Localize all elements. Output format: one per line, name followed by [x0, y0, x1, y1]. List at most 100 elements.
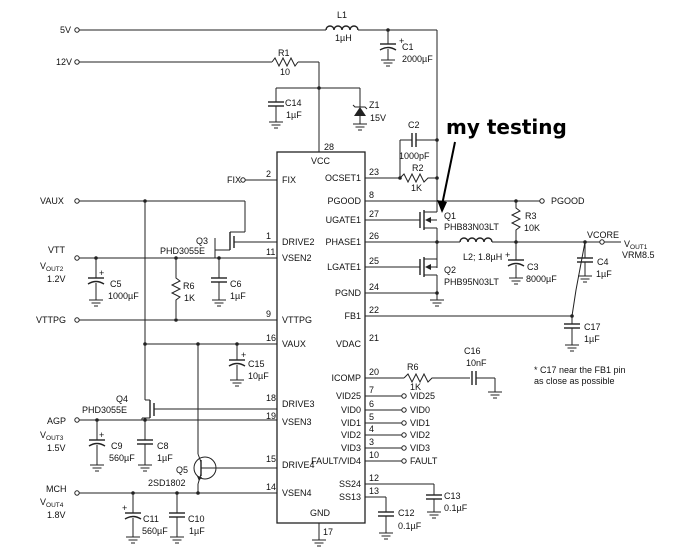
c4-ref: C4	[597, 257, 609, 267]
c3-val: 8000µF	[526, 274, 557, 284]
c6-val: 1µF	[230, 291, 246, 301]
ic-left-pin-num: 18	[266, 393, 276, 403]
svg-text:+: +	[399, 36, 404, 46]
vid-terminal	[401, 432, 407, 438]
c11-val: 560µF	[142, 526, 168, 536]
ic-right-pin-name: LGATE1	[327, 262, 361, 272]
vout3-label: V	[40, 430, 46, 440]
ic-left-pin-name: DRIVE4	[282, 460, 315, 470]
ic-right-pin-name: PGND	[335, 288, 362, 298]
ic-right-pin-name: VDAC	[336, 339, 362, 349]
c17-val: 1µF	[584, 334, 600, 344]
q4-val: PHD3055E	[82, 405, 127, 415]
ic-right-pin-name: ICOMP	[331, 373, 361, 383]
ic-right-pin-name: PHASE1	[325, 237, 361, 247]
ic-right-pin-num: 24	[369, 282, 379, 292]
ic-right-pin-num: 22	[369, 305, 379, 315]
q3-ref: Q3	[196, 236, 208, 246]
r3-ref: R3	[525, 211, 537, 221]
svg-text:VOUT4: VOUT4	[40, 497, 64, 509]
vid-terminal	[401, 445, 407, 451]
vid-terminal	[401, 407, 407, 413]
c12-val: 0.1µF	[398, 521, 422, 531]
svg-text:VOUT2: VOUT2	[40, 261, 64, 273]
c9-ref: C9	[111, 441, 123, 451]
c8-ref: C8	[157, 441, 169, 451]
c9-val: 560µF	[109, 453, 135, 463]
ic-vcc-label: VCC	[311, 156, 331, 166]
svg-text:+: +	[99, 268, 104, 278]
c16-ref: C16	[464, 346, 481, 356]
ic-right-pin-num: 27	[369, 209, 379, 219]
ic-right-pin-num: 4	[369, 424, 374, 434]
ic-right-pin-num: 25	[369, 256, 379, 266]
ic-left-pin-num: 2	[266, 169, 271, 179]
vout2-sub: OUT2	[46, 266, 64, 273]
ic-left-pin-name: VTTPG	[282, 315, 312, 325]
ic-right-pin-num: 20	[369, 367, 379, 377]
vout1-sub: OUT1	[630, 244, 648, 251]
ic-right-pin-name: SS24	[339, 479, 361, 489]
net-12v: 12V	[56, 57, 72, 67]
svg-text:+: +	[122, 503, 127, 513]
c11-ref: C11	[143, 514, 159, 524]
ic-vcc-pin: 28	[324, 142, 334, 152]
ic-right-pin-name: PGOOD	[327, 196, 361, 206]
ic-right-pin-num: 3	[369, 437, 374, 447]
ic-left-pin-name: FIX	[282, 175, 296, 185]
ic-right-pin-name: VID1	[341, 418, 361, 428]
ic-right-pin-num: 21	[369, 333, 379, 343]
c8-val: 1µF	[157, 453, 173, 463]
c2-ref: C2	[408, 120, 420, 130]
svg-text:+: +	[505, 250, 510, 260]
vid-signal-label: VID2	[410, 430, 430, 440]
ic-right-pin-num: 26	[369, 231, 379, 241]
note-line-2: as close as possible	[534, 376, 615, 386]
ic-right-pin-num: 8	[369, 190, 374, 200]
ic-right-pin-num: 7	[369, 385, 374, 395]
q2-val: PHB95N03LT	[444, 277, 499, 287]
svg-text:+: +	[241, 350, 246, 360]
r1-ref: R1	[278, 48, 290, 58]
ic-left-pin-name: VSEN2	[282, 253, 312, 263]
vid-terminal	[401, 393, 407, 399]
q1-val: PHB83N03LT	[444, 222, 499, 232]
q4-ref: Q4	[116, 394, 128, 404]
ocset-network: C2 1000pF R2 1K	[365, 120, 439, 193]
ic-right-pin-num: 23	[369, 167, 379, 177]
net-pgood: PGOOD	[551, 196, 585, 206]
c17-ref: C17	[584, 322, 601, 332]
vout2-val: 1.2V	[47, 274, 66, 284]
annotation: my testing	[437, 115, 567, 213]
note-line-1: * C17 near the FB1 pin	[534, 365, 626, 375]
net-mch: MCH	[46, 484, 67, 494]
ic-gnd-pin: 17	[323, 527, 333, 537]
vid-signal-label: VID0	[410, 405, 430, 415]
svg-text:VOUT1: VOUT1	[624, 239, 648, 251]
net-vcore: VCORE	[587, 230, 619, 240]
c2-val: 1000pF	[399, 151, 430, 161]
r6b-val: 1K	[410, 382, 421, 392]
ic-left-pin-name: VSEN3	[282, 417, 312, 427]
c13-val: 0.1µF	[444, 503, 468, 513]
c5-ref: C5	[110, 279, 122, 289]
annotation-text: my testing	[446, 115, 567, 139]
ic-left-pin-num: 19	[266, 411, 276, 421]
c12-ref: C12	[398, 508, 415, 518]
q5-val: 2SD1802	[148, 478, 186, 488]
q5-ref: Q5	[176, 465, 188, 475]
c5-val: 1000µF	[108, 291, 139, 301]
c14-val: 1µF	[286, 110, 302, 120]
c16-val: 10nF	[466, 358, 487, 368]
ic-right-pin-name: UGATE1	[326, 215, 361, 225]
pgood-section: PGOOD R3 10K	[365, 196, 585, 242]
r3-val: 10K	[524, 223, 540, 233]
svg-text:+: +	[99, 430, 104, 440]
ic-right-pin-name: VID25	[336, 391, 361, 401]
vout2-label: V	[40, 261, 46, 271]
vrm-label: VRM8.5	[622, 250, 655, 260]
q3-val: PHD3055E	[160, 246, 205, 256]
vout4-val: 1.8V	[47, 510, 66, 520]
controller-ic: VCC 28 GND 17 2FIX1DRIVE211VSEN29VTTPG16…	[266, 138, 379, 547]
